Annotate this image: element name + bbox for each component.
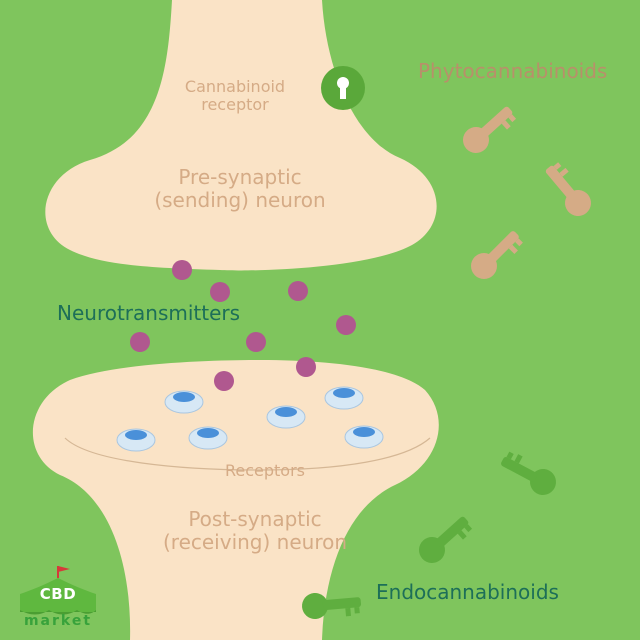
endo-key-icon	[413, 509, 475, 569]
neurotransmitter-dot	[336, 315, 356, 335]
neurotransmitter-dot	[246, 332, 266, 352]
phytocannabinoid-keys	[457, 99, 597, 285]
receptor-icon	[344, 425, 384, 449]
receptor-icon	[266, 405, 306, 429]
phyto-key-icon	[538, 159, 597, 222]
receptor-icon	[164, 390, 204, 414]
endo-key-icon	[496, 448, 561, 500]
phyto-key-icon	[465, 224, 526, 285]
neurotransmitter-dot	[296, 357, 316, 377]
receptor-icon	[188, 426, 228, 450]
phyto-key-icon	[457, 99, 519, 159]
endocannabinoids-label: Endocannabinoids	[376, 580, 559, 604]
post-synaptic-label: Post-synaptic(receiving) neuron	[162, 507, 348, 554]
neurotransmitter-dot	[210, 282, 230, 302]
phytocannabinoids-label: Phytocannabinoids	[418, 59, 608, 83]
receptor-icon	[116, 428, 156, 452]
cannabinoid-receptor-icon	[321, 66, 365, 110]
neurotransmitter-dot	[214, 371, 234, 391]
logo-icon	[20, 566, 96, 615]
post-membrane-line	[64, 437, 431, 471]
receptors-label: Receptors	[224, 461, 305, 480]
pre-synaptic-label: Pre-synaptic(sending) neuron	[154, 165, 326, 212]
neurotransmitter-dot	[130, 332, 150, 352]
pre-synaptic-neuron	[45, 0, 437, 271]
logo-name: CBD	[39, 585, 77, 603]
neurotransmitters	[130, 260, 356, 391]
receptor-icon	[324, 386, 364, 410]
neurotransmitter-dot	[172, 260, 192, 280]
logo-subtitle: market	[23, 613, 93, 629]
neurotransmitters-label: Neurotransmitters	[57, 301, 241, 325]
neurotransmitter-dot	[288, 281, 308, 301]
